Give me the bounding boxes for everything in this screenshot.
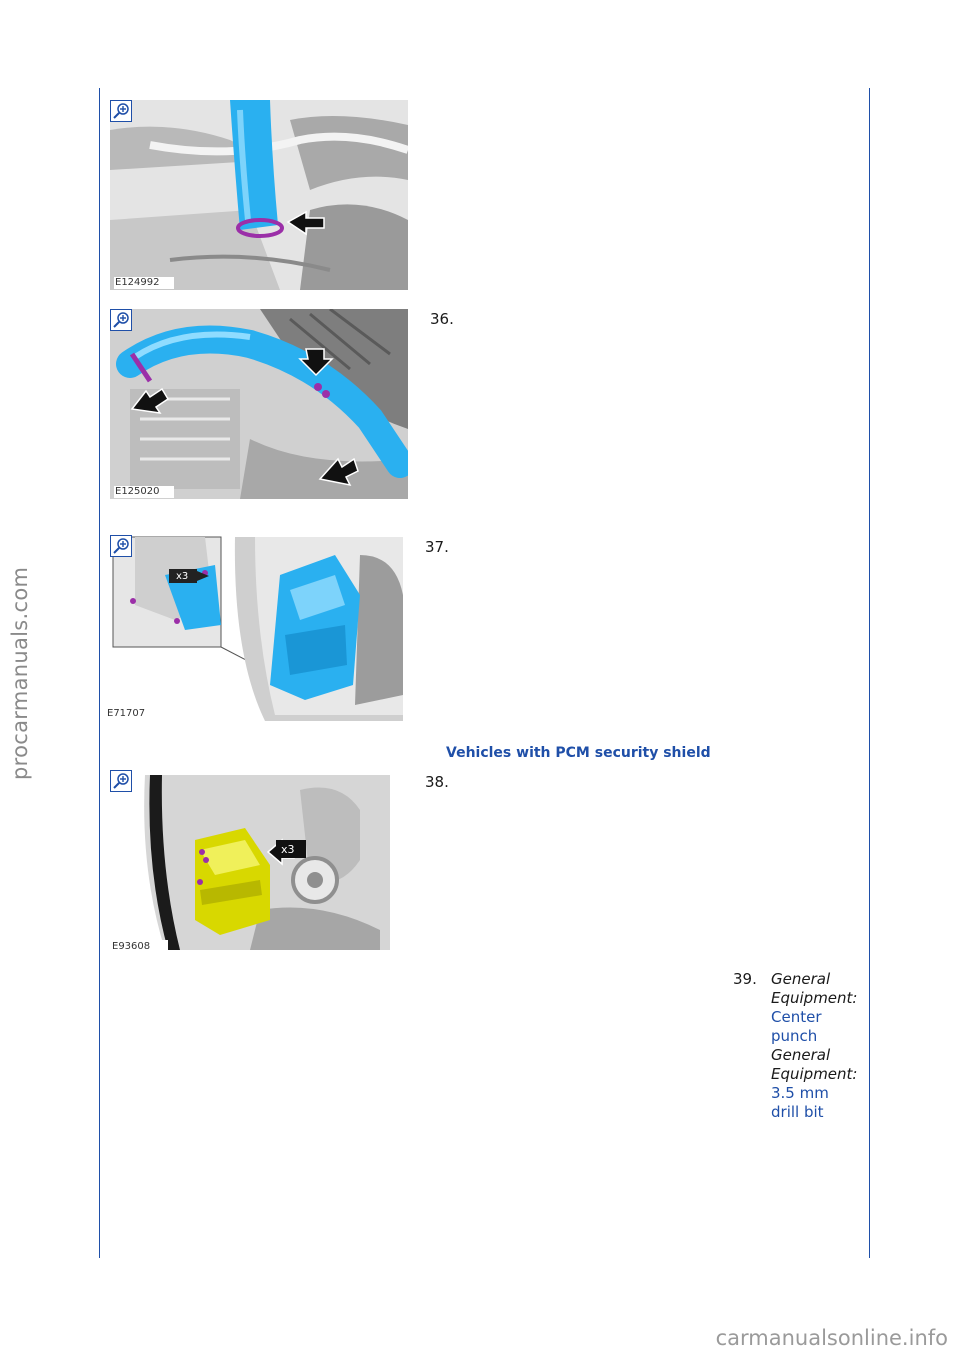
figure-e125020: E125020 — [110, 309, 408, 499]
section-heading: Vehicles with PCM security shield — [446, 745, 711, 761]
zoom-icon[interactable] — [110, 770, 132, 792]
zoom-icon[interactable] — [110, 309, 132, 331]
equipment-link-drill-bit[interactable]: 3.5 mm drill bit — [771, 1084, 829, 1121]
figure-id: E93608 — [112, 941, 151, 952]
equipment-label: General Equipment: — [771, 970, 858, 1007]
left-rule — [99, 88, 100, 1258]
illustration-pcm-security-shield — [110, 770, 394, 956]
callout-count: x3 — [281, 843, 295, 856]
equipment-label: General Equipment: — [771, 1046, 858, 1083]
figure-id: E125020 — [115, 486, 160, 497]
figure-id: E71707 — [107, 708, 146, 719]
step-36-number: 36. — [430, 310, 454, 328]
step-38-number: 38. — [425, 773, 449, 791]
side-watermark: procarmanuals.com — [8, 566, 32, 780]
zoom-icon[interactable] — [110, 100, 132, 122]
right-rule — [869, 88, 870, 1258]
step-37-number: 37. — [425, 538, 449, 556]
figure-id: E124992 — [115, 277, 160, 288]
step-39-number: 39. — [733, 970, 757, 988]
figure-e124992: E124992 — [110, 100, 408, 290]
illustration-hose-clamp — [110, 100, 408, 290]
figure-e93608: x3 E93608 — [110, 770, 394, 956]
illustration-intake-duct — [110, 309, 408, 499]
footer-watermark: carmanualsonline.info — [715, 1326, 948, 1350]
equipment-link-center-punch[interactable]: Center punch — [771, 1008, 822, 1045]
zoom-icon[interactable] — [110, 535, 132, 557]
callout-count: x3 — [176, 571, 189, 582]
figure-e71707: x3 E71707 — [105, 535, 403, 721]
illustration-pcm-cover — [105, 535, 403, 721]
equipment-list: General Equipment: Center punch General … — [771, 970, 871, 1122]
